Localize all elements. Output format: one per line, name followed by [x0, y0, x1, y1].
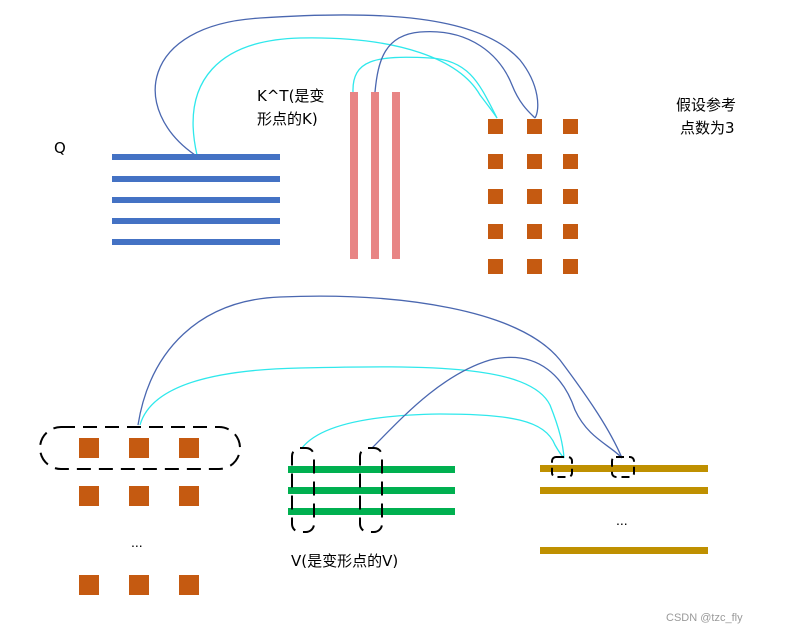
arc-k1-to-out [352, 56, 498, 119]
attention-weight-cell [527, 154, 542, 169]
arc-q-to-k-col2 [154, 14, 539, 156]
output-row-bar [540, 547, 708, 554]
attention-weight-cell [79, 575, 99, 595]
attention-weights-bottom [79, 438, 199, 595]
attention-weight-cell [488, 189, 503, 204]
v-matrix [288, 466, 455, 515]
attention-weights-top [488, 119, 578, 274]
v-row-bar [288, 508, 455, 515]
output-matrix [540, 465, 708, 554]
attention-weight-cell [79, 438, 99, 458]
connection-arcs [137, 14, 623, 459]
v-label: V(是变形点的V) [291, 552, 398, 570]
kt-matrix [350, 92, 400, 259]
watermark: CSDN @tzc_fly [666, 612, 743, 624]
kt-column-bar [350, 92, 358, 259]
attention-weight-cell [79, 486, 99, 506]
attention-weight-cell [179, 575, 199, 595]
attention-weight-cell [488, 259, 503, 274]
attention-weight-cell [129, 438, 149, 458]
ellipsis-right: ... [616, 512, 628, 528]
ref-points-note-line1: 假设参考 [676, 96, 736, 114]
output-row-bar [540, 465, 708, 472]
dashed-out-cell1 [551, 456, 573, 478]
arc-q-to-k-col1 [192, 37, 498, 156]
ellipsis-left: ... [131, 534, 143, 550]
v-row-bar [288, 466, 455, 473]
q-row-bar [112, 218, 280, 224]
kt-label-line2: 形点的K) [257, 110, 318, 128]
attention-weight-cell [488, 154, 503, 169]
kt-column-bar [392, 92, 400, 259]
ref-points-note-line2: 点数为3 [680, 119, 735, 137]
attention-weight-cell [488, 224, 503, 239]
q-row-bar [112, 197, 280, 203]
attention-weight-cell [179, 438, 199, 458]
q-row-bar [112, 154, 280, 160]
dashed-row-outline [39, 426, 241, 470]
attention-weight-cell [179, 486, 199, 506]
arc-v1-to-out1 [301, 413, 565, 459]
attention-weight-cell [563, 189, 578, 204]
q-matrix [112, 154, 280, 245]
attention-weight-cell [563, 119, 578, 134]
attention-weight-cell [488, 119, 503, 134]
kt-column-bar [371, 92, 379, 259]
attention-weight-cell [527, 189, 542, 204]
q-label: Q [54, 139, 66, 157]
attention-weight-cell [563, 224, 578, 239]
q-row-bar [112, 239, 280, 245]
dashed-out-cell2 [611, 456, 635, 478]
kt-label-line1: K^T(是变 [257, 87, 324, 105]
attention-weight-cell [129, 575, 149, 595]
attention-weight-cell [527, 224, 542, 239]
q-row-bar [112, 176, 280, 182]
dashed-outlines [39, 426, 635, 533]
attention-weight-cell [563, 259, 578, 274]
arc-attn-to-out1 [139, 366, 565, 459]
dashed-v-col1-outline [291, 447, 315, 533]
v-row-bar [288, 487, 455, 494]
arc-v2-to-out2 [371, 356, 623, 459]
attention-weight-cell [527, 259, 542, 274]
attention-weight-cell [129, 486, 149, 506]
arc-attn-to-out2 [137, 295, 623, 459]
arc-k2-to-out [374, 30, 536, 119]
dashed-v-col2-outline [359, 447, 383, 533]
output-row-bar [540, 487, 708, 494]
attention-weight-cell [527, 119, 542, 134]
attention-weight-cell [563, 154, 578, 169]
